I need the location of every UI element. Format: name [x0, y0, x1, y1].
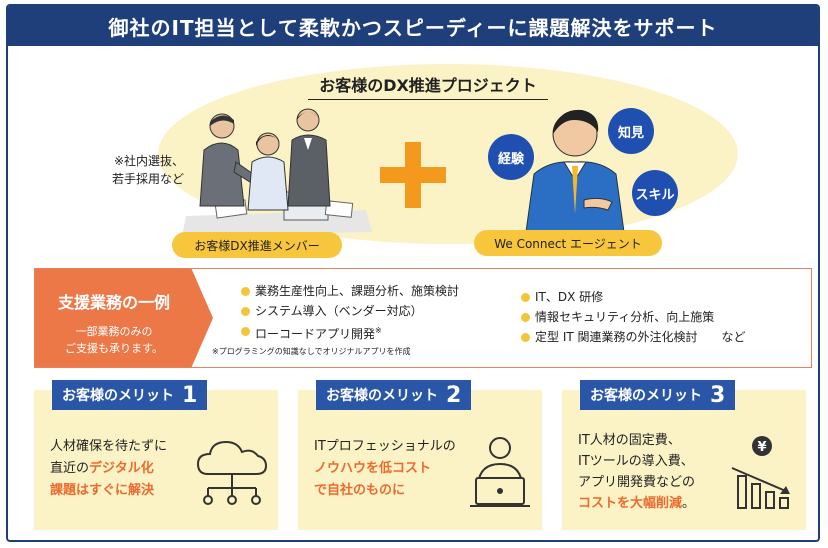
merit-line: ノウハウを低コスト	[314, 458, 456, 480]
list-item-text: 情報セキュリティ分析、向上施策	[535, 310, 715, 324]
project-title-underline	[308, 99, 548, 100]
merit-line: 課題はすぐに解決	[50, 480, 167, 502]
list-item: 定型 IT 関連業務の外注化検討 など	[521, 327, 746, 347]
merit-text-1: 人材確保を待たずに 直近のデジタル化 課題はすぐに解決	[50, 436, 167, 502]
bubble-skill: スキル	[632, 170, 678, 216]
merit-line: ITツールの導入費、	[578, 454, 694, 469]
merit-tab-2: お客様のメリット 2	[316, 380, 472, 410]
support-tag-sub: 一部業務のみの ご支援も承ります。	[35, 323, 193, 357]
merit-plain: 。	[682, 496, 696, 511]
support-tag-sub-line2: ご支援も承ります。	[65, 342, 163, 355]
merit-number: 1	[182, 382, 198, 408]
merit-highlight: ノウハウを低コスト	[314, 461, 432, 476]
support-tag-title: 支援業務の一例	[57, 293, 170, 312]
list-item: 情報セキュリティ分析、向上施策	[521, 307, 746, 327]
merit-line: IT人材の固定費、	[578, 433, 681, 448]
list-item-text: 定型 IT 関連業務の外注化検討 など	[535, 330, 746, 344]
list-item-text: IT、DX 研修	[535, 290, 604, 304]
merit-line: コストを大幅削減。	[578, 493, 695, 514]
member-note-line1: ※社内選抜、	[113, 154, 184, 168]
list-item-text: 業務生産性向上、課題分析、施策検討	[255, 284, 460, 298]
merit-number: 3	[710, 382, 726, 408]
merit-label: お客様のメリット	[62, 388, 174, 404]
merit-line: ITプロフェッショナルの	[314, 439, 456, 454]
list-item: システム導入（ベンダー対応）	[241, 301, 459, 321]
member-note: ※社内選抜、 若手採用など	[74, 152, 184, 188]
project-title-text: お客様のDX推進プロジェクト	[319, 76, 537, 95]
merit-line: 直近のデジタル化	[50, 458, 167, 480]
merit-card-1: お客様のメリット 1 人材確保を待たずに 直近のデジタル化 課題はすぐに解決	[34, 380, 278, 530]
bubble-experience: 経験	[488, 134, 534, 180]
list-item-text: ローコードアプリ開発	[255, 327, 376, 341]
merit-label: お客様のメリット	[326, 388, 438, 404]
merit-text-2: ITプロフェッショナルの ノウハウを低コスト で自社のものに	[314, 436, 456, 502]
support-tag: 支援業務の一例 一部業務のみの ご支援も承ります。	[35, 269, 213, 367]
merit-highlight: デジタル化	[89, 461, 154, 476]
lowcode-footnote: ※プログラミングの知識なしでオリジナルアプリを作成	[212, 347, 411, 356]
lowcode-note-mark: ※	[375, 326, 382, 335]
merit-text-3: IT人材の固定費、 ITツールの導入費、 アプリ開発費などの コストを大幅削減。	[578, 430, 695, 514]
merit-plain: 直近の	[50, 461, 90, 476]
member-note-line2: 若手採用など	[111, 172, 184, 186]
support-left-list: 業務生産性向上、課題分析、施策検討 システム導入（ベンダー対応） ローコードアプ…	[241, 281, 459, 344]
merit-line: で自社のものに	[314, 480, 456, 502]
merit-highlight: 課題はすぐに解決	[50, 483, 155, 498]
page-frame: 御社のIT担当として柔軟かつスピーディーに課題解決をサポート お客様のDX推進プ…	[6, 4, 820, 542]
agent-label-pill: We Connect エージェント	[474, 230, 662, 256]
merit-label: お客様のメリット	[590, 388, 702, 404]
plus-icon	[380, 142, 446, 208]
list-item: 業務生産性向上、課題分析、施策検討	[241, 281, 459, 301]
person-laptop-icon	[470, 437, 530, 507]
support-right-list: IT、DX 研修 情報セキュリティ分析、向上施策 定型 IT 関連業務の外注化検…	[521, 287, 746, 347]
bubble-knowledge: 知見	[608, 108, 654, 154]
merit-line: 人材確保を待たずに	[50, 439, 168, 454]
merit-highlight: コストを大幅削減	[578, 496, 683, 511]
list-item: ローコードアプリ開発※	[241, 321, 459, 344]
yen-icon: ¥	[757, 440, 766, 455]
member-label-pill: お客様DX推進メンバー	[172, 232, 342, 258]
cost-down-chart-icon: ¥	[731, 436, 790, 509]
page-title: 御社のIT担当として柔軟かつスピーディーに課題解決をサポート	[8, 6, 818, 46]
merit-card-3: お客様のメリット 3 IT人材の固定費、 ITツールの導入費、 アプリ開発費など…	[562, 380, 806, 530]
merit-tab-1: お客様のメリット 1	[52, 380, 208, 410]
merit-card-2: お客様のメリット 2 ITプロフェッショナルの ノウハウを低コスト で自社のもの…	[298, 380, 542, 530]
merit-number: 2	[446, 382, 462, 408]
project-title: お客様のDX推進プロジェクト	[298, 72, 558, 100]
cloud-network-icon	[196, 440, 268, 505]
support-tag-sub-line1: 一部業務のみの	[75, 325, 153, 338]
merit-line: アプリ開発費などの	[578, 475, 696, 490]
merit-tab-3: お客様のメリット 3	[580, 380, 736, 410]
list-item-text: システム導入（ベンダー対応）	[255, 304, 423, 318]
agent-illustration	[525, 109, 625, 232]
support-section: 支援業務の一例 一部業務のみの ご支援も承ります。 業務生産性向上、課題分析、施…	[34, 268, 812, 368]
merit-highlight: で自社のものに	[314, 483, 406, 498]
list-item: IT、DX 研修	[521, 287, 746, 307]
team-illustration	[182, 108, 372, 236]
